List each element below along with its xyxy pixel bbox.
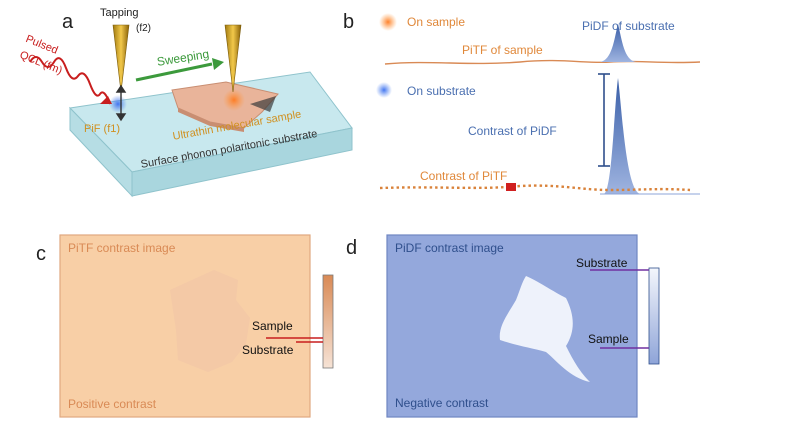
pitf-sample-label: PiTF of sample — [462, 43, 543, 57]
pitf-contrast-marker — [506, 183, 516, 191]
panel-b — [376, 13, 701, 195]
panel-letter-b: b — [343, 11, 355, 33]
panel-letter-d: d — [346, 237, 358, 259]
pidf-substrate-peak-top — [600, 24, 636, 62]
pidf-colorbar — [648, 267, 660, 365]
pitf-sample-tick-label: Sample — [252, 319, 293, 333]
contrast-pidf-label: Contrast of PiDF — [468, 124, 557, 138]
pitf-contrast-trace — [379, 184, 691, 192]
pidf-substrate-peak-bottom — [604, 78, 640, 194]
panel-d — [386, 234, 660, 418]
pidf-substrate-label: PiDF of substrate — [582, 19, 675, 33]
pitf-footer-label: Positive contrast — [68, 397, 157, 411]
sample-hotspot — [223, 89, 245, 111]
sweeping-arrow — [135, 58, 224, 82]
pidf-sample-region — [499, 276, 590, 382]
on-sample-marker — [379, 13, 397, 31]
pidf-image-title: PiDF contrast image — [395, 241, 504, 255]
afm-tip-right — [224, 24, 242, 93]
pidf-contrast-bracket — [598, 73, 610, 167]
pitf-colorbar — [322, 274, 334, 369]
panel-a — [29, 24, 353, 198]
on-substrate-label: On substrate — [407, 84, 476, 98]
pidf-substrate-tick-label: Substrate — [576, 256, 628, 270]
substrate-hotspot — [109, 95, 127, 113]
on-sample-label: On sample — [407, 15, 466, 29]
pif-label: PiF (f1) — [84, 123, 121, 135]
panel-letter-a: a — [62, 11, 74, 33]
afm-tip-left — [112, 24, 130, 93]
tapping-frequency-label: (f2) — [136, 23, 151, 34]
pidf-footer-label: Negative contrast — [395, 396, 489, 410]
pitf-image-title: PiTF contrast image — [68, 241, 176, 255]
tapping-label: Tapping — [100, 7, 139, 19]
panel-letter-c: c — [36, 243, 46, 265]
qcl-laser-wave — [29, 56, 112, 105]
pitf-sample-trace — [384, 59, 701, 65]
tapping-arrow — [115, 84, 127, 122]
panel-c — [59, 234, 334, 418]
pitf-sample-region — [170, 270, 250, 372]
contrast-pitf-label: Contrast of PiTF — [420, 169, 508, 183]
on-substrate-marker — [376, 82, 392, 98]
pidf-sample-tick-label: Sample — [588, 332, 629, 346]
pitf-substrate-tick-label: Substrate — [242, 343, 294, 357]
